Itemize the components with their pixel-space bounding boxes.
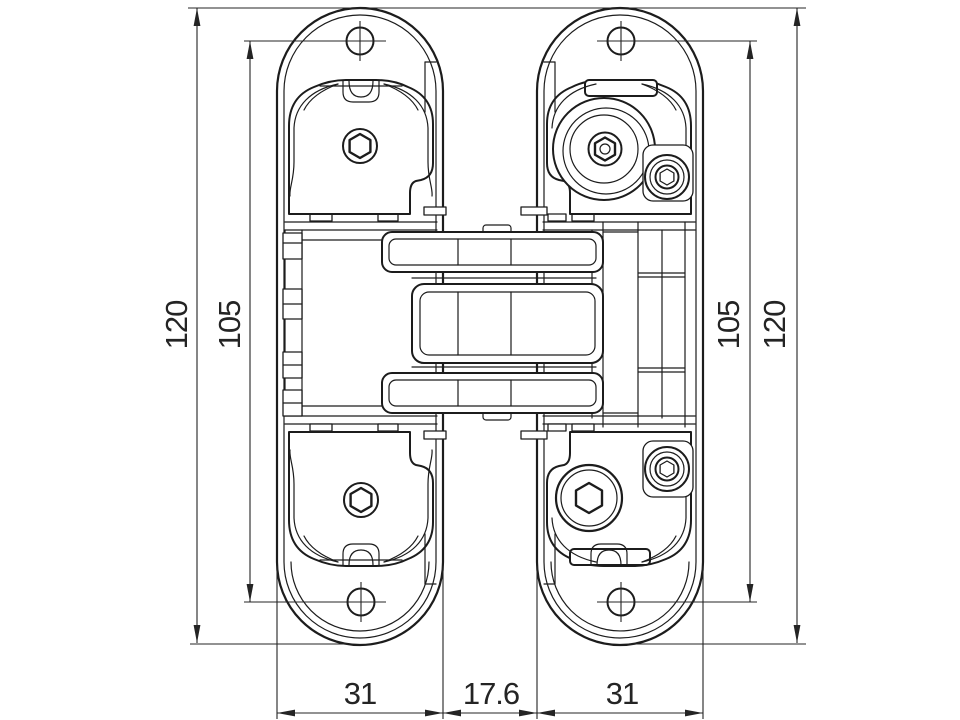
- right-body-bottom-detent-tab: [590, 543, 628, 566]
- left-cup-section: [282, 206, 447, 440]
- dim-right-holes: 105: [711, 41, 754, 602]
- linkage-arm-middle: [411, 283, 604, 364]
- hex-socket-screw-bottom-left: [343, 482, 379, 518]
- hex-bolt-bottom-right: [554, 463, 624, 533]
- left-body-top-right-wing: [383, 83, 433, 197]
- dimensions: 120 105 105 120: [159, 7, 806, 719]
- left-mounting-plate: [275, 6, 445, 647]
- dim-label-right-holes: 105: [711, 301, 746, 350]
- left-body-top: [288, 61, 437, 215]
- linkage-arm-top: [381, 224, 604, 273]
- dim-label-bottom-right: 31: [606, 676, 638, 711]
- cam-hex-bolt: [587, 131, 623, 167]
- dim-label-left-holes: 105: [212, 301, 247, 350]
- left-plate-outline: [275, 6, 445, 647]
- right-mounting-plate: [535, 6, 705, 647]
- linkage-arm-bottom: [381, 372, 604, 421]
- dim-label-left-overall: 120: [159, 300, 194, 349]
- left-body-top-left-wing: [289, 83, 339, 197]
- right-plate-bottom-foot: [520, 430, 548, 440]
- right-body-top: [543, 61, 694, 215]
- right-plate-top-foot: [520, 206, 548, 216]
- left-plate-inner-contour: [283, 14, 437, 639]
- left-body-top-detent-tab: [342, 80, 380, 103]
- dim-label-right-overall: 120: [757, 300, 792, 349]
- left-plate-bottom-flange-arc: [290, 561, 430, 632]
- right-body-top-cap: [584, 79, 658, 97]
- left-plate-top-foot: [423, 206, 447, 216]
- left-body-bottom: [288, 431, 437, 585]
- right-body-bottom: [543, 431, 694, 585]
- right-plate-inner-contour: [543, 14, 697, 639]
- dim-label-bottom-center: 17.6: [463, 676, 519, 711]
- left-plate-bottom-foot: [423, 430, 447, 440]
- right-plate-outline: [535, 6, 705, 647]
- dim-left-holes: 105: [212, 41, 254, 602]
- hinge-linkage: [381, 224, 604, 421]
- fixing-screw-top-right: [644, 154, 690, 200]
- dim-right-overall: 120: [757, 8, 801, 643]
- left-body-bottom-detent-tab: [342, 543, 380, 566]
- right-body-bottom-cap: [569, 548, 651, 566]
- hex-socket-screw-top-left: [342, 128, 378, 164]
- left-cup-rib-clips: [282, 232, 303, 417]
- fixing-screw-bottom-right: [644, 446, 690, 492]
- dim-label-bottom-left: 31: [344, 676, 376, 711]
- right-cup-section: [520, 206, 696, 440]
- dim-bottom: 31 17.6 31: [277, 676, 703, 717]
- right-plate-bottom-flange-arc: [550, 561, 690, 632]
- dim-left-overall: 120: [159, 8, 201, 643]
